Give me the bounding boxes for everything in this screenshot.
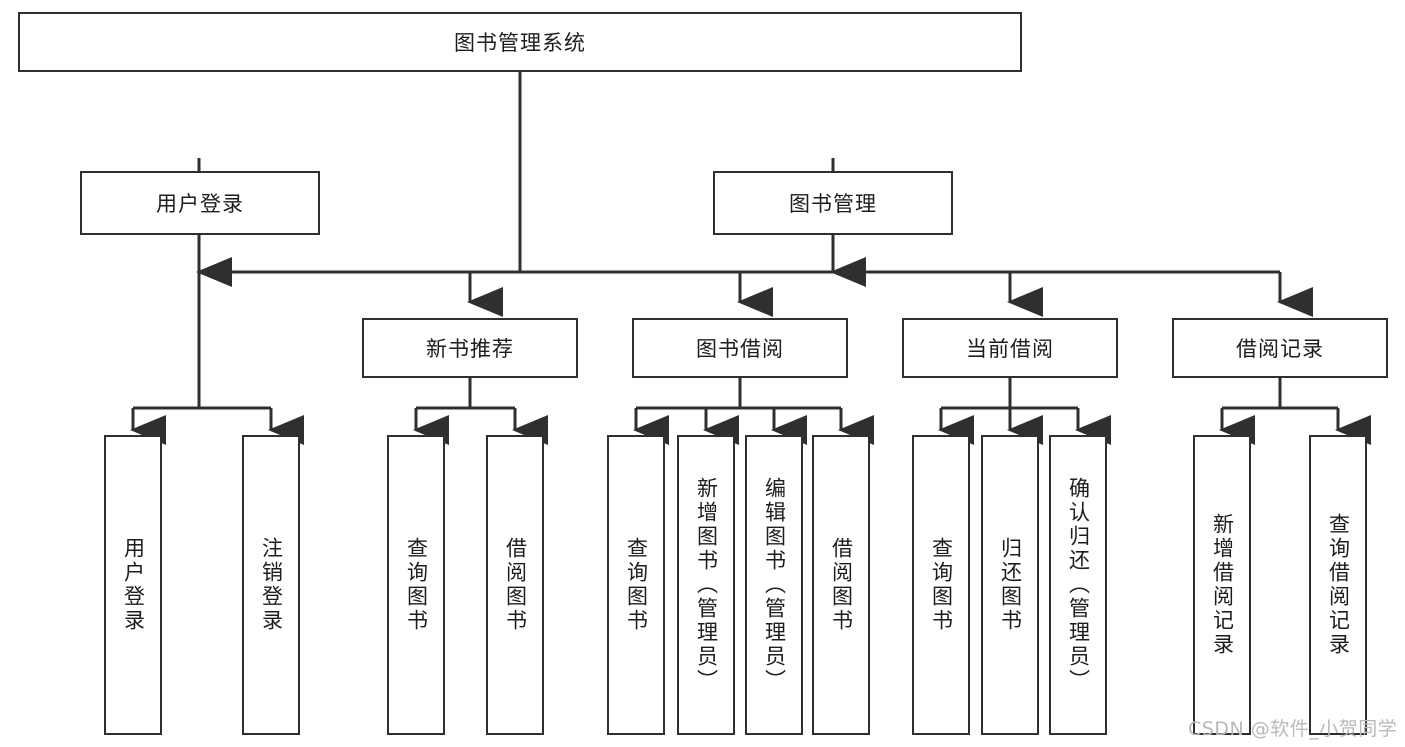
- node-label: 图书管理: [789, 192, 877, 216]
- node-label: 借阅图书: [829, 537, 854, 633]
- node-user-login[interactable]: 用户登录: [80, 171, 320, 235]
- node-label: 编辑图书（管理员）: [762, 477, 787, 693]
- node-label: 新增借阅记录: [1210, 513, 1235, 657]
- node-label: 新书推荐: [426, 337, 514, 361]
- node-label: 图书借阅: [696, 337, 784, 361]
- leaf-borrow-query-book[interactable]: 查询图书: [607, 435, 665, 735]
- leaf-user-login-logout[interactable]: 注销登录: [242, 435, 300, 735]
- node-new-book-recommend[interactable]: 新书推荐: [362, 318, 578, 378]
- leaf-new-book-borrow[interactable]: 借阅图书: [486, 435, 544, 735]
- node-label: 查询图书: [404, 537, 429, 633]
- leaf-borrow-borrow-book[interactable]: 借阅图书: [812, 435, 870, 735]
- node-label: 查询借阅记录: [1326, 513, 1351, 657]
- node-book-borrow[interactable]: 图书借阅: [632, 318, 848, 378]
- leaf-borrow-edit-book-admin[interactable]: 编辑图书（管理员）: [745, 435, 803, 735]
- node-label: 借阅记录: [1236, 337, 1324, 361]
- leaf-current-return-book[interactable]: 归还图书: [981, 435, 1039, 735]
- leaf-user-login-login[interactable]: 用户登录: [104, 435, 162, 735]
- node-label: 查询图书: [929, 537, 954, 633]
- node-root-book-management-system[interactable]: 图书管理系统: [18, 12, 1022, 72]
- node-label: 用户登录: [121, 537, 146, 633]
- leaf-borrow-add-book-admin[interactable]: 新增图书（管理员）: [677, 435, 735, 735]
- node-label: 当前借阅: [966, 337, 1054, 361]
- node-label: 用户登录: [156, 192, 244, 216]
- node-label: 确认归还（管理员）: [1066, 477, 1091, 693]
- node-book-management[interactable]: 图书管理: [713, 171, 953, 235]
- leaf-current-confirm-return-admin[interactable]: 确认归还（管理员）: [1049, 435, 1107, 735]
- node-label: 查询图书: [624, 537, 649, 633]
- node-current-borrow[interactable]: 当前借阅: [902, 318, 1118, 378]
- node-label: 借阅图书: [503, 537, 528, 633]
- node-label: 图书管理系统: [454, 31, 586, 55]
- node-label: 注销登录: [259, 537, 284, 633]
- leaf-new-book-query[interactable]: 查询图书: [387, 435, 445, 735]
- node-label: 新增图书（管理员）: [694, 477, 719, 693]
- watermark-text: CSDN @软件_小贺同学: [1188, 718, 1398, 740]
- leaf-record-query-record[interactable]: 查询借阅记录: [1309, 435, 1367, 735]
- node-label: 归还图书: [998, 537, 1023, 633]
- leaf-current-query-book[interactable]: 查询图书: [912, 435, 970, 735]
- leaf-record-add-record[interactable]: 新增借阅记录: [1193, 435, 1251, 735]
- node-borrow-record[interactable]: 借阅记录: [1172, 318, 1388, 378]
